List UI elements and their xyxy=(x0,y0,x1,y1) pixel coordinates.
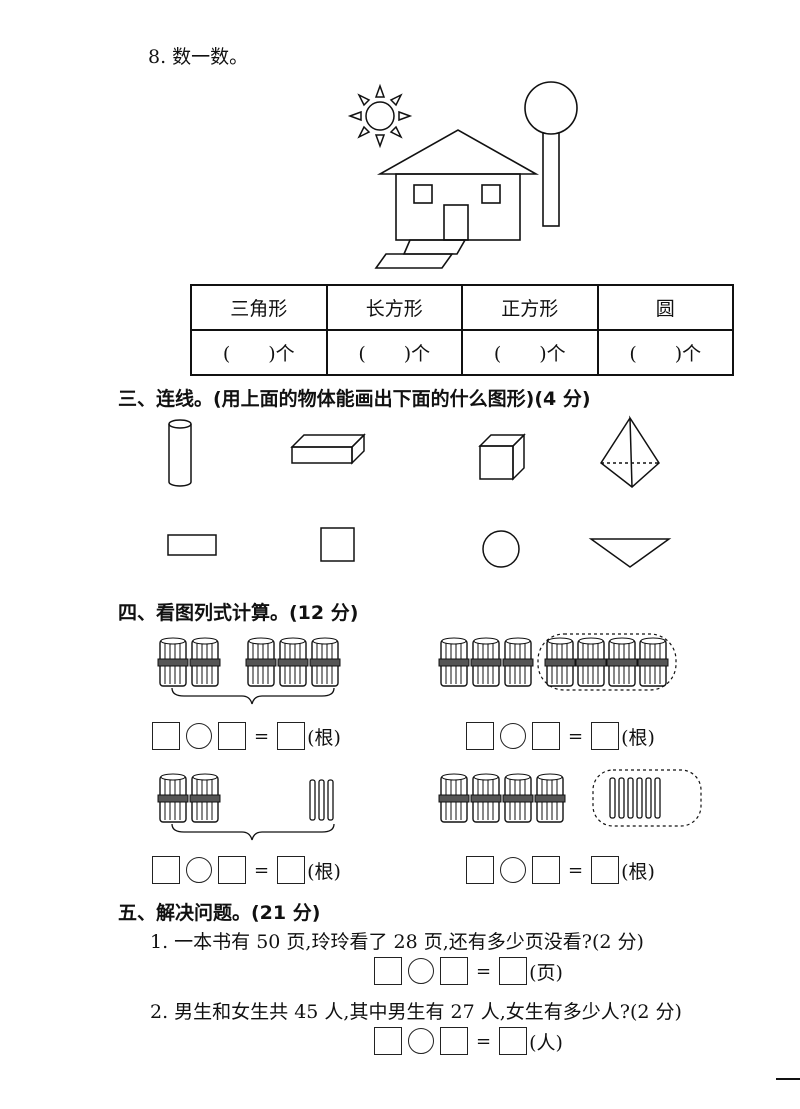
problem-2-equation: = (人) xyxy=(374,1027,563,1055)
answer-box[interactable] xyxy=(218,856,246,884)
circle-shape xyxy=(482,530,520,568)
bundles-picture-3 xyxy=(157,773,335,841)
header-triangle: 三角形 xyxy=(190,284,328,331)
result-box[interactable] xyxy=(499,957,528,985)
unit-label: (页) xyxy=(529,961,563,984)
plane-shapes-row xyxy=(167,527,672,568)
section-5-title: 五、解决问题。(21 分) xyxy=(118,902,321,924)
operator-circle[interactable] xyxy=(186,723,212,749)
equals-sign: = xyxy=(254,725,270,747)
bundles-picture-2 xyxy=(438,633,677,691)
result-box[interactable] xyxy=(277,856,306,884)
answer-box[interactable] xyxy=(440,1027,468,1055)
header-circle: 圆 xyxy=(596,284,734,331)
equals-sign: = xyxy=(568,725,584,747)
answer-box[interactable] xyxy=(218,722,246,750)
header-square: 正方形 xyxy=(461,284,599,331)
triangle-shape xyxy=(588,538,672,568)
result-box[interactable] xyxy=(591,856,620,884)
answer-triangle-count[interactable]: ( )个 xyxy=(190,329,328,376)
problem-1-equation: = (页) xyxy=(374,957,563,985)
equals-sign: = xyxy=(254,859,270,881)
answer-box[interactable] xyxy=(440,957,468,985)
answer-box[interactable] xyxy=(374,957,402,985)
page-edge-mark xyxy=(776,1078,800,1080)
cube-icon xyxy=(478,433,526,481)
operator-circle[interactable] xyxy=(500,857,526,883)
unit-label: (根) xyxy=(621,726,655,749)
unit-label: (根) xyxy=(621,860,655,883)
operator-circle[interactable] xyxy=(500,723,526,749)
rectangle-shape xyxy=(167,534,217,556)
section-3-title: 三、连线。(用上面的物体能画出下面的什么图形)(4 分) xyxy=(118,388,591,410)
answer-square-count[interactable]: ( )个 xyxy=(461,329,599,376)
shape-count-table: 三角形 长方形 正方形 圆 ( )个 ( )个 ( )个 ( )个 xyxy=(190,284,734,376)
problem-2-text: 2. 男生和女生共 45 人,其中男生有 27 人,女生有多少人?(2 分) xyxy=(150,1001,682,1023)
square-shape xyxy=(320,527,355,562)
bundles-picture-1 xyxy=(157,637,341,705)
pyramid-icon xyxy=(599,415,660,488)
answer-box[interactable] xyxy=(532,722,560,750)
answer-box[interactable] xyxy=(152,856,180,884)
operator-circle[interactable] xyxy=(408,1028,434,1054)
equation-row-4: = (根) xyxy=(466,856,655,884)
equals-sign: = xyxy=(476,1030,492,1052)
unit-label: (根) xyxy=(307,860,341,883)
brace-icon xyxy=(171,687,335,705)
unit-label: (根) xyxy=(307,726,341,749)
result-box[interactable] xyxy=(277,722,306,750)
house-sun-tree-picture xyxy=(347,81,578,269)
answer-box[interactable] xyxy=(152,722,180,750)
equation-row-1: = (根) xyxy=(152,722,341,750)
section-4-title: 四、看图列式计算。(12 分) xyxy=(118,602,359,624)
brace-icon xyxy=(171,823,335,841)
equals-sign: = xyxy=(476,960,492,982)
question-8-title: 8. 数一数。 xyxy=(148,46,249,68)
equals-sign: = xyxy=(568,859,584,881)
answer-circle-count[interactable]: ( )个 xyxy=(596,329,734,376)
header-rectangle: 长方形 xyxy=(325,284,463,331)
equation-row-3: = (根) xyxy=(152,856,341,884)
answer-rectangle-count[interactable]: ( )个 xyxy=(325,329,463,376)
bundles-picture-4 xyxy=(438,769,702,827)
unit-label: (人) xyxy=(529,1031,563,1054)
problem-1-text: 1. 一本书有 50 页,玲玲看了 28 页,还有多少页没看?(2 分) xyxy=(150,931,644,953)
operator-circle[interactable] xyxy=(186,857,212,883)
house-icon xyxy=(374,129,540,269)
operator-circle[interactable] xyxy=(408,958,434,984)
answer-box[interactable] xyxy=(466,856,494,884)
answer-box[interactable] xyxy=(532,856,560,884)
solid-objects-row xyxy=(168,415,660,488)
answer-box[interactable] xyxy=(374,1027,402,1055)
equation-row-2: = (根) xyxy=(466,722,655,750)
cylinder-icon xyxy=(168,419,192,487)
answer-box[interactable] xyxy=(466,722,494,750)
cuboid-icon xyxy=(290,433,366,465)
sun-icon xyxy=(347,83,413,149)
tree-icon xyxy=(524,81,578,227)
result-box[interactable] xyxy=(499,1027,528,1055)
result-box[interactable] xyxy=(591,722,620,750)
